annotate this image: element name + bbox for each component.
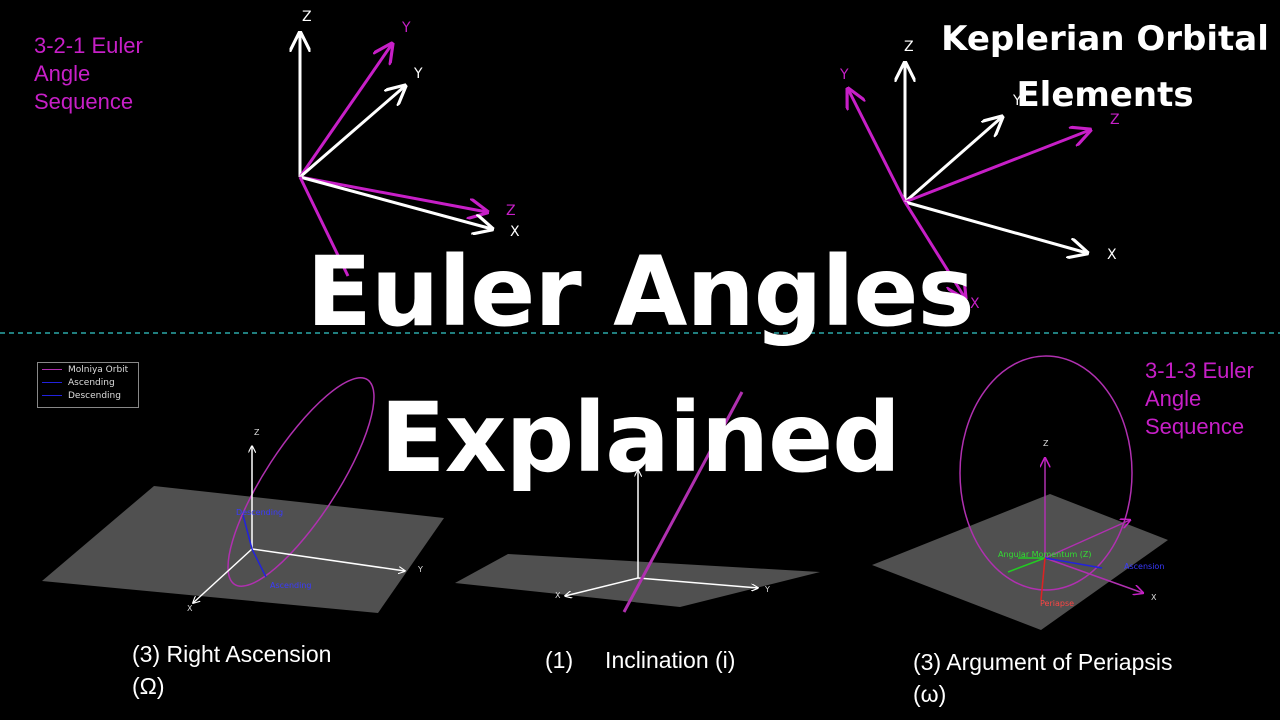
caption-right-ascension: (3) Right Ascension (Ω) (132, 641, 332, 699)
plot-inclination: X Y (455, 391, 820, 613)
frame321-y-rot-label: Y (401, 20, 411, 36)
frame-kep-y-label: Y (1012, 93, 1022, 109)
sequence-321-label: 3-2-1 Euler Angle Sequence (34, 33, 143, 114)
plot3-periapse-label: Periapse (1040, 599, 1074, 608)
plot2-y-label: Y (764, 585, 770, 594)
plot-periapsis: Z X Angular Momentum (Z) Ascension Peria… (872, 355, 1168, 630)
plot-right-ascension: Z Y X Descending Ascending (42, 377, 444, 613)
caption-inclination: (1) Inclination (i) (545, 647, 736, 673)
sequence-313-label: 3-1-3 Euler Angle Sequence (1145, 358, 1254, 439)
plot3-z-label: Z (1043, 439, 1049, 448)
plot3-ascension-label: Ascension (1124, 562, 1164, 571)
frame-321: Z Y Y Z X (300, 9, 520, 277)
plot1-descending-label: Descending (236, 508, 283, 517)
plot1-x-label: X (187, 604, 193, 613)
frame-kep-z-label: Z (904, 39, 914, 55)
caption-periapsis: (3) Argument of Periapsis (ω) (913, 649, 1173, 707)
legend-item-ascending: Ascending (42, 377, 115, 389)
legend-item-descending: Descending (42, 390, 121, 402)
plot3-x-label: X (1151, 593, 1157, 602)
plot3-angular-label: Angular Momentum (Z) (998, 550, 1092, 559)
frame321-z-rot-label: Z (506, 203, 516, 219)
plot1-z-label: Z (254, 428, 260, 437)
plot-legend: Molniya Orbit Ascending Descending (37, 362, 139, 408)
legend-item-molniya: Molniya Orbit (42, 364, 128, 376)
frame321-y-label: Y (413, 66, 423, 82)
frame-kep-y-rot-label: Y (839, 67, 849, 83)
keplerian-title: Keplerian Orbital Elements (941, 19, 1269, 115)
plot1-y-label: Y (417, 565, 423, 574)
frame321-z-label: Z (302, 9, 312, 25)
main-title-line1: Euler Angles (306, 236, 974, 348)
frame-kep-x-label: X (1107, 247, 1117, 263)
frame-kep-z-rot-label: Z (1110, 112, 1120, 128)
main-title-line2: Explained (380, 382, 901, 494)
plot2-x-label: X (555, 591, 561, 600)
frame-kepler: Z Y Y Z X X (839, 39, 1120, 312)
frame-kep-x-rot-label: X (970, 296, 980, 312)
plot1-ascending-label: Ascending (270, 581, 311, 590)
frame321-x-label: X (510, 224, 520, 240)
